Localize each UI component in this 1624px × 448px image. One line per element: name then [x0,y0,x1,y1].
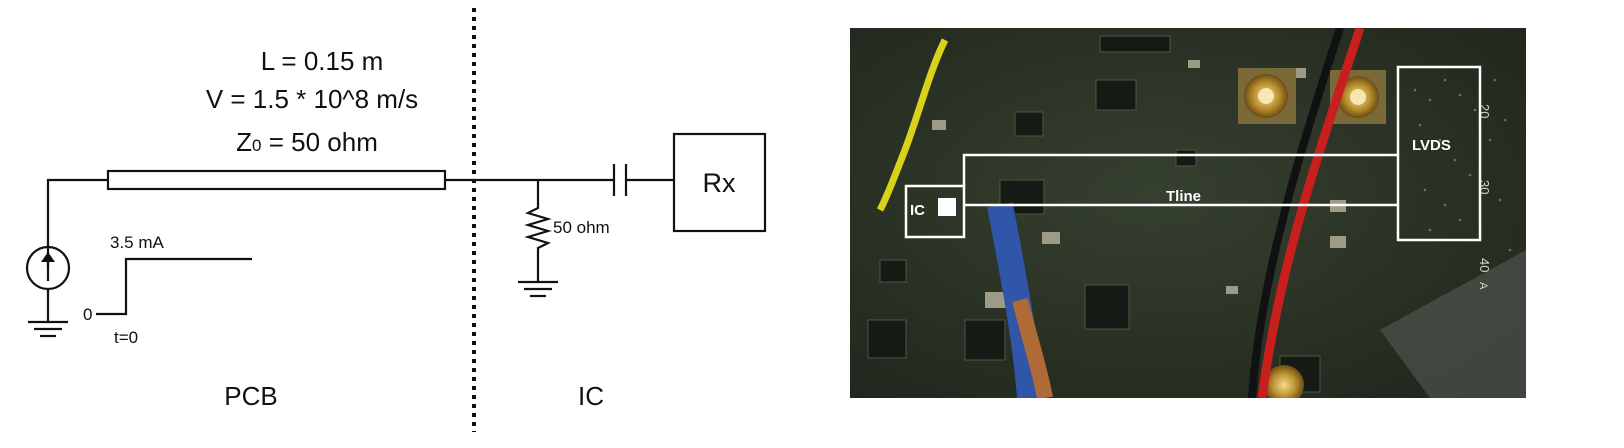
silk-a: A [1477,282,1489,290]
termination-resistor [524,180,552,282]
silk-40: 40 [1477,258,1492,272]
via-field [1413,78,1512,252]
current-arrow-icon [41,252,55,281]
rx-label: Rx [703,168,736,198]
param-impedance: Z0 = 50 ohm [236,127,378,157]
ic-chip-marker [938,198,956,216]
red-wire [1257,28,1365,398]
ic-outline [904,184,966,239]
photo-ic-label: IC [910,202,925,219]
yellow-wire [876,38,949,212]
lvds-outline [1396,65,1482,242]
param-length: L = 0.15 m [261,46,384,76]
source-ground-icon [28,320,68,338]
black-wire [1248,28,1344,398]
photo-tline-label: Tline [1166,188,1201,205]
step-time-label: t=0 [114,328,138,347]
termination-label: 50 ohm [553,218,610,237]
tline-upper-trace [962,153,1398,186]
transmission-line-symbol [106,169,447,191]
schematic: L = 0.15 m V = 1.5 * 10^8 m/s Z0 = 50 oh… [25,8,767,432]
board-photo: 20 30 40 A IC T [850,28,1526,398]
rx-box [672,132,767,233]
blue-cable [987,202,1043,398]
sma-connector-bottom [1264,365,1304,398]
annotation-overlay [904,65,1482,242]
region-ic-label: IC [578,381,604,411]
step-waveform [96,257,252,316]
step-current-label: 3.5 mA [110,233,165,252]
step-low-label: 0 [83,305,92,324]
copper-cable [1012,298,1053,398]
resistor-ground-icon [518,280,558,298]
sma-connector-left [1238,68,1296,124]
board-edge-shadow [1380,250,1526,398]
photo-lvds-label: LVDS [1412,137,1451,154]
sma-connector-right [1330,70,1386,124]
region-pcb-label: PCB [224,381,277,411]
param-velocity: V = 1.5 * 10^8 m/s [206,84,418,114]
source-lead-wire [46,178,108,268]
